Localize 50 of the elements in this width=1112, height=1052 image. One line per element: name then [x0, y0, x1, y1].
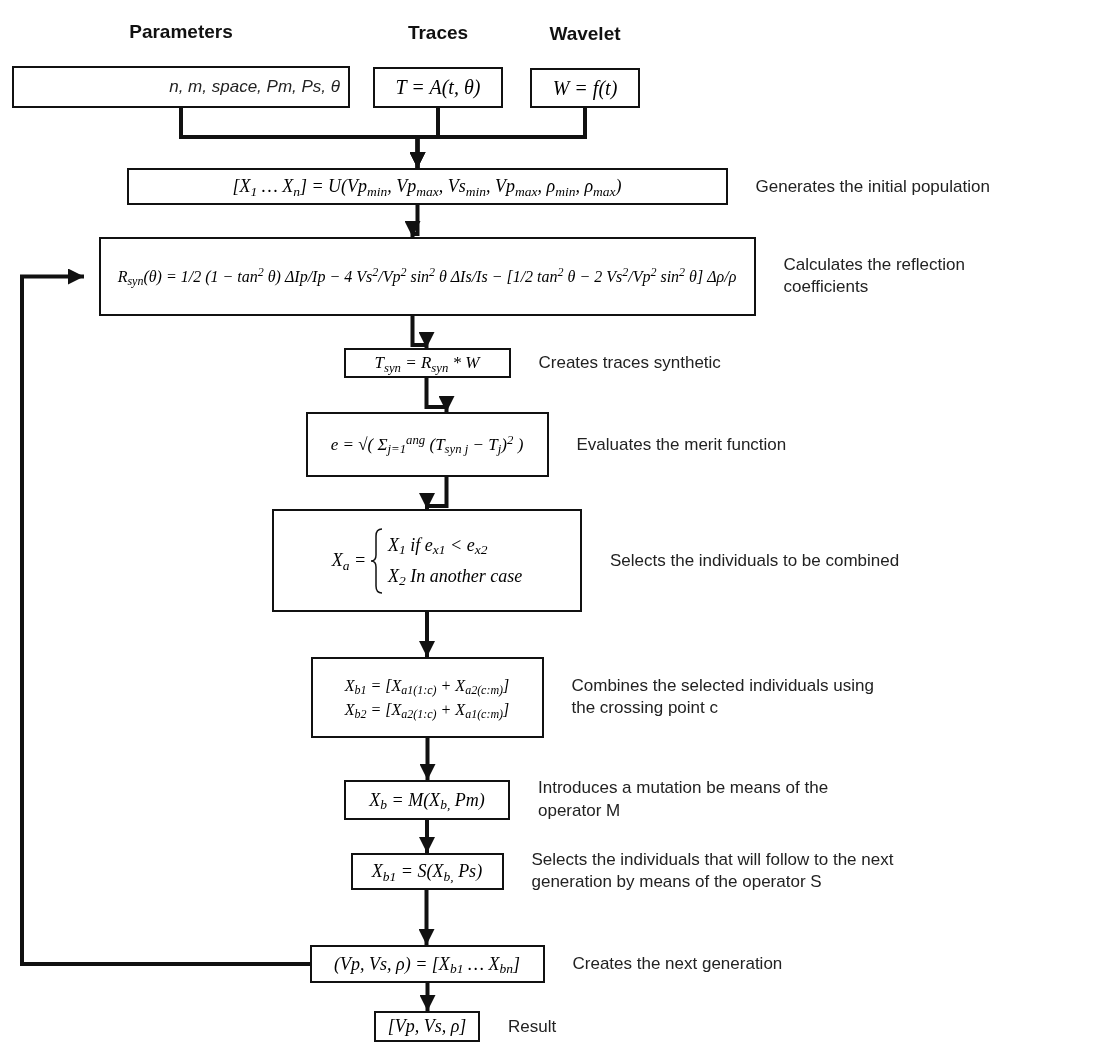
step-description: Result: [508, 1015, 558, 1038]
arrow: [419, 477, 449, 509]
formula-text: T = A(t, θ): [395, 75, 481, 100]
step-description: Selects the individuals that will follow to the next generation by means of the operator S: [531, 848, 895, 894]
step-description: Evaluates the merit function: [576, 433, 788, 456]
arrow: [424, 378, 455, 412]
formula-text: W = f(t): [552, 75, 618, 101]
arrow: [418, 890, 435, 945]
step-description: Introduces a mutation be means of the operator M: [538, 777, 830, 822]
formula-text: X$_{b2}$ = [X$_{a2(1:c)}$ + X$_{a1(c:m)}$]: [344, 699, 510, 720]
process-box: [310, 657, 544, 738]
formula-text: T$_{syn}$ = R$_{syn}$ * W: [374, 352, 480, 374]
step-description: Generates the initial population: [755, 175, 991, 198]
process-box: [305, 412, 549, 477]
process-box: [374, 1011, 480, 1042]
column-heading: Parameters: [129, 20, 233, 44]
formula-text: X$_{1}$ if e$_{x1}$ < e$_{x2}$: [388, 534, 489, 557]
process-box: [126, 168, 728, 205]
process-box: [343, 348, 511, 378]
arrow: [419, 983, 436, 1011]
formula-text: (Vp, Vs, ρ) = [X$_{b1}$ … X$_{bn}$]: [334, 952, 520, 976]
formula-text: X$_{2}$ In another case: [388, 564, 523, 587]
formula-text: R$_{syn}$(θ) = 1/2 (1 − tan$^{2}$ θ) ΔIp/Ip − 4 Vs$^{2}$/Vp$^{2}$ sin$^{2}$ θ ΔIs/Is − [1/2 tan$^{2}$ θ − 2 Vs$^{2}$/Vp$^{2}$ sin$^{2}$ θ] Δρ/ρ: [117, 266, 737, 287]
arrow: [20, 268, 310, 966]
process-box: [272, 509, 582, 612]
step-description: Selects the individuals to be combined: [610, 549, 901, 572]
process-box: [309, 945, 545, 983]
arrow: [409, 108, 587, 168]
arrow: [419, 820, 435, 853]
arrow: [404, 205, 421, 237]
process-box: [98, 237, 756, 316]
formula-text: [X$_{1}$ … X$_{n}$] = U(Vp$_{min}$, Vp$_{max}$, Vs$_{min}$, Vp$_{max}$, ρ$_{min}$, ρ$_{max}$): [232, 175, 622, 198]
process-box: [350, 853, 504, 890]
formula-text: X$_{b1}$ = S(X$_{b,}$ Ps): [371, 860, 483, 883]
arrow: [419, 612, 435, 657]
column-heading: Wavelet: [549, 22, 621, 46]
arrow: [410, 316, 435, 348]
formula-text: e = √( Σ$_{j=1}$$^{ang}$ (T$_{syn j}$ − T$_{j}$)$^{2}$ ): [330, 433, 524, 456]
formula-text: n, m, space, Pm, Ps, θ: [169, 76, 340, 98]
step-description: Calculates the reflection coefficients: [783, 253, 966, 299]
arrow: [419, 738, 436, 780]
formula-text: X$_{b}$ = M(X$_{b,}$ Pm): [369, 788, 485, 812]
step-description: Creates the next generation: [572, 952, 784, 975]
formula-text: [Vp, Vs, ρ]: [387, 1015, 467, 1038]
step-description: Creates traces synthetic: [538, 351, 722, 374]
step-description: Combines the selected individuals using the crossing point c: [571, 674, 875, 720]
column-heading: Traces: [407, 21, 469, 45]
formula-text: X$_{b1}$ = [X$_{a1(1:c)}$ + X$_{a2(c:m)}$]: [344, 675, 510, 696]
formula-text: X$_{a}$ =: [331, 549, 367, 572]
process-box: [344, 780, 510, 820]
